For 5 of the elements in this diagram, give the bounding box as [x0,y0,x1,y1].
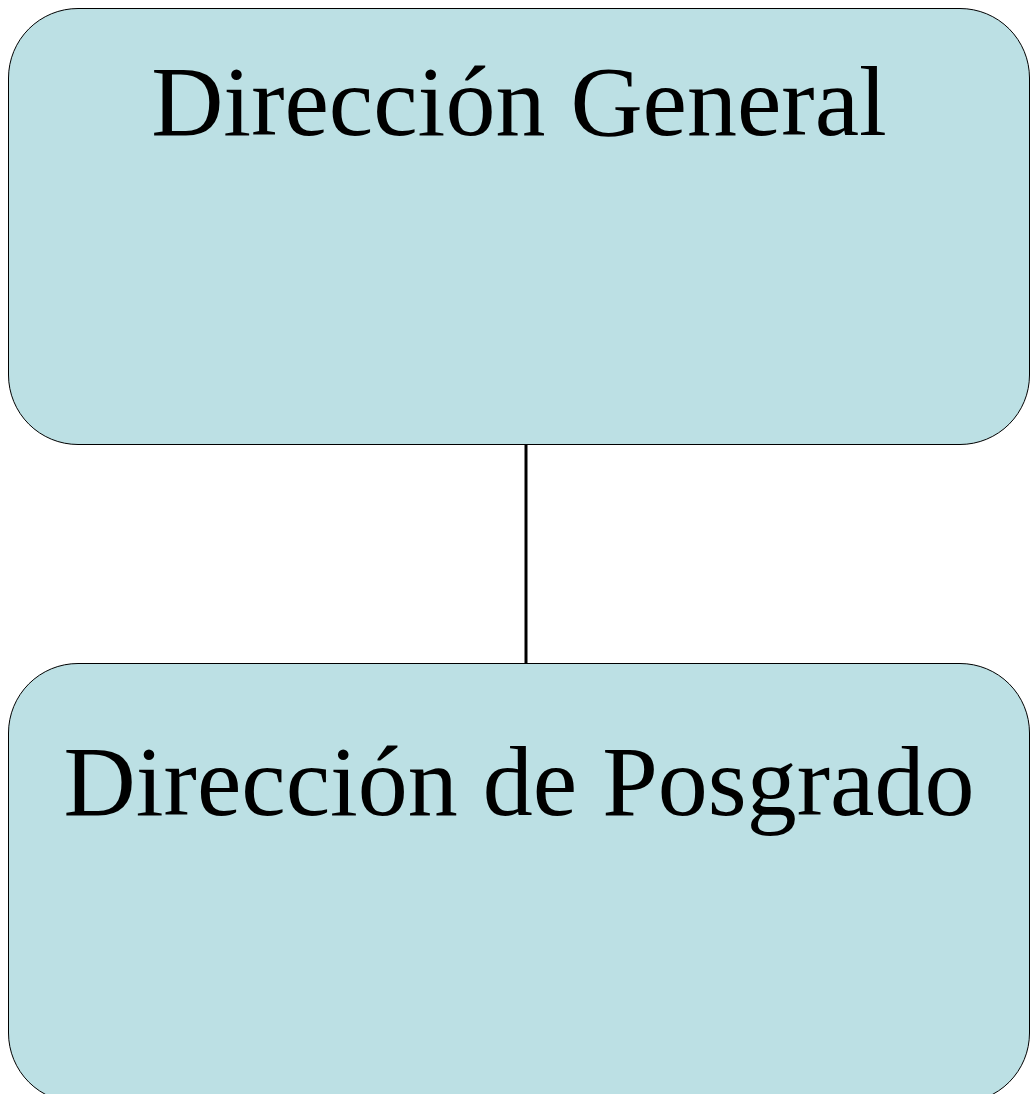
rounded-box [8,663,1030,1094]
box-title: Dirección de Posgrado [63,725,975,839]
box-title: Dirección General [151,45,887,159]
connector-line [524,445,528,663]
rounded-box [8,8,1030,445]
